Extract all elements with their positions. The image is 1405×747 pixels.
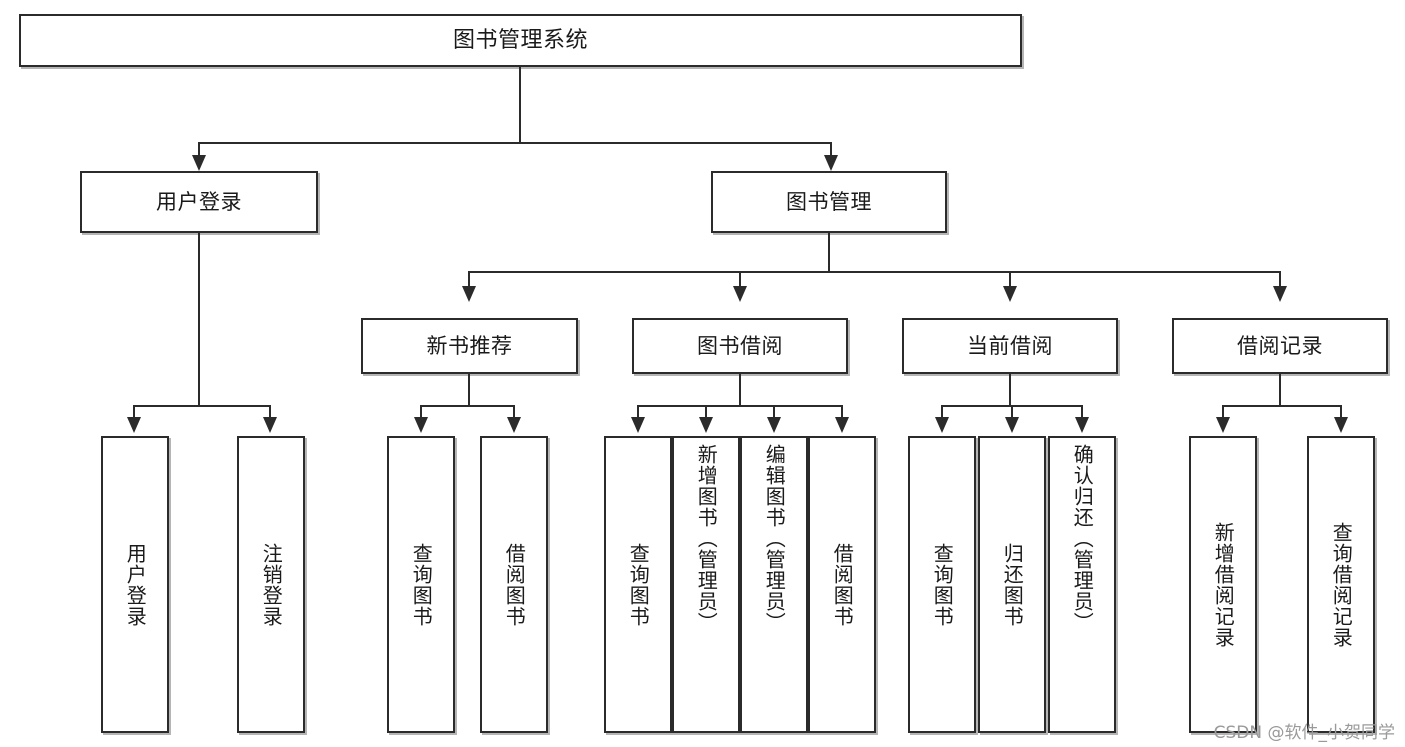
node-label: 用户登录 [123, 542, 148, 627]
leaf-confirm-return-admin[interactable]: 确认归还（管理员） [1048, 436, 1116, 733]
connector-root-to-bookmgmt [830, 142, 832, 158]
connector-records-bar [1222, 405, 1341, 407]
arrowhead-records-leaf-2 [1334, 417, 1348, 433]
leaf-query-books-newbooks[interactable]: 查询图书 [387, 436, 455, 733]
node-label: 编辑图书（管理员） [762, 444, 787, 633]
connector-bookmgmt-to-newbooks [468, 271, 470, 289]
leaf-add-borrow-record[interactable]: 新增借阅记录 [1189, 436, 1257, 733]
node-label: 图书借阅 [697, 333, 783, 358]
node-label: 查询借阅记录 [1329, 521, 1354, 648]
connector-bookmgmt-to-records [1279, 271, 1281, 289]
node-borrow-records[interactable]: 借阅记录 [1172, 318, 1388, 374]
csdn-watermark: CSDN @软件_小贺同学 [1213, 723, 1395, 743]
connector-records-leaf-1 [1222, 405, 1224, 419]
node-current-borrow[interactable]: 当前借阅 [902, 318, 1118, 374]
connector-borrow-trunk [739, 374, 741, 406]
connector-newbooks-bar [420, 405, 515, 407]
arrowhead-records-leaf-1 [1216, 417, 1230, 433]
node-label: 注销登录 [259, 542, 284, 627]
arrowhead-current-leaf-3 [1075, 417, 1089, 433]
connector-borrow-leaf-1 [637, 405, 639, 419]
connector-root-to-login [198, 142, 200, 158]
leaf-query-borrow-record[interactable]: 查询借阅记录 [1307, 436, 1375, 733]
leaf-user-login[interactable]: 用户登录 [101, 436, 169, 733]
arrowhead-newbooks-leaf-2 [507, 417, 521, 433]
connector-borrow-leaf-2 [705, 405, 707, 419]
arrowhead-bookmgmt-current [1003, 286, 1017, 302]
connector-current-trunk [1009, 374, 1011, 406]
arrowhead-current-leaf-1 [935, 417, 949, 433]
node-label: 当前借阅 [967, 333, 1053, 358]
connector-login-to-leaf-1 [133, 405, 135, 419]
connector-login-trunk [198, 233, 200, 406]
node-label: 借阅图书 [830, 542, 855, 627]
connector-records-leaf-2 [1340, 405, 1342, 419]
node-new-book-recommend[interactable]: 新书推荐 [361, 318, 578, 374]
node-label: 归还图书 [1000, 542, 1025, 627]
arrowhead-root-to-login [192, 155, 206, 171]
connector-newbooks-leaf-1 [420, 405, 422, 419]
leaf-edit-book-admin[interactable]: 编辑图书（管理员） [740, 436, 808, 733]
node-label: 查询图书 [409, 542, 434, 627]
node-label: 确认归还（管理员） [1070, 444, 1095, 633]
leaf-return-books[interactable]: 归还图书 [978, 436, 1046, 733]
connector-bookmgmt-bar [468, 271, 1280, 273]
arrowhead-borrow-leaf-1 [631, 417, 645, 433]
connector-current-leaf-1 [941, 405, 943, 419]
connector-borrow-leaf-4 [841, 405, 843, 419]
connector-login-to-leaf-2 [269, 405, 271, 419]
arrowhead-login-leaf-1 [127, 417, 141, 433]
arrowhead-bookmgmt-records [1273, 286, 1287, 302]
node-label: 新增图书（管理员） [694, 444, 719, 633]
connector-newbooks-trunk [468, 374, 470, 406]
node-label: 用户登录 [156, 189, 242, 214]
arrowhead-bookmgmt-borrow [733, 286, 747, 302]
arrowhead-current-leaf-2 [1005, 417, 1019, 433]
node-book-management[interactable]: 图书管理 [711, 171, 947, 233]
node-label: 借阅图书 [502, 542, 527, 627]
connector-newbooks-leaf-2 [513, 405, 515, 419]
leaf-query-books-borrow[interactable]: 查询图书 [604, 436, 672, 733]
node-label: 新增借阅记录 [1211, 521, 1236, 648]
arrowhead-borrow-leaf-3 [767, 417, 781, 433]
arrowhead-newbooks-leaf-1 [414, 417, 428, 433]
arrowhead-root-to-bookmgmt [824, 155, 838, 171]
leaf-query-books-current[interactable]: 查询图书 [908, 436, 976, 733]
connector-bookmgmt-trunk [828, 233, 830, 273]
connector-root-bar [198, 142, 832, 144]
node-label: 新书推荐 [426, 333, 513, 358]
node-label: 查询图书 [930, 542, 955, 627]
connector-login-bar [133, 405, 270, 407]
leaf-borrow-books-newbooks[interactable]: 借阅图书 [480, 436, 548, 733]
arrowhead-borrow-leaf-4 [835, 417, 849, 433]
node-label: 借阅记录 [1237, 333, 1323, 358]
connector-current-leaf-3 [1081, 405, 1083, 419]
node-root-system[interactable]: 图书管理系统 [19, 14, 1022, 67]
leaf-borrow-books[interactable]: 借阅图书 [808, 436, 876, 733]
connector-current-leaf-2 [1011, 405, 1013, 419]
connector-bookmgmt-to-borrow [739, 271, 741, 289]
connector-borrow-bar [637, 405, 842, 407]
node-label: 图书管理系统 [452, 27, 588, 53]
connector-root-trunk [519, 67, 521, 142]
leaf-user-logout[interactable]: 注销登录 [237, 436, 305, 733]
connector-bookmgmt-to-current [1009, 271, 1011, 289]
node-user-login[interactable]: 用户登录 [80, 171, 318, 233]
arrowhead-login-leaf-2 [263, 417, 277, 433]
node-label: 查询图书 [626, 542, 651, 627]
arrowhead-bookmgmt-newbooks [462, 286, 476, 302]
leaf-add-book-admin[interactable]: 新增图书（管理员） [672, 436, 740, 733]
node-book-borrow[interactable]: 图书借阅 [632, 318, 848, 374]
connector-borrow-leaf-3 [773, 405, 775, 419]
connector-records-trunk [1279, 374, 1281, 406]
node-label: 图书管理 [786, 189, 872, 214]
arrowhead-borrow-leaf-2 [699, 417, 713, 433]
